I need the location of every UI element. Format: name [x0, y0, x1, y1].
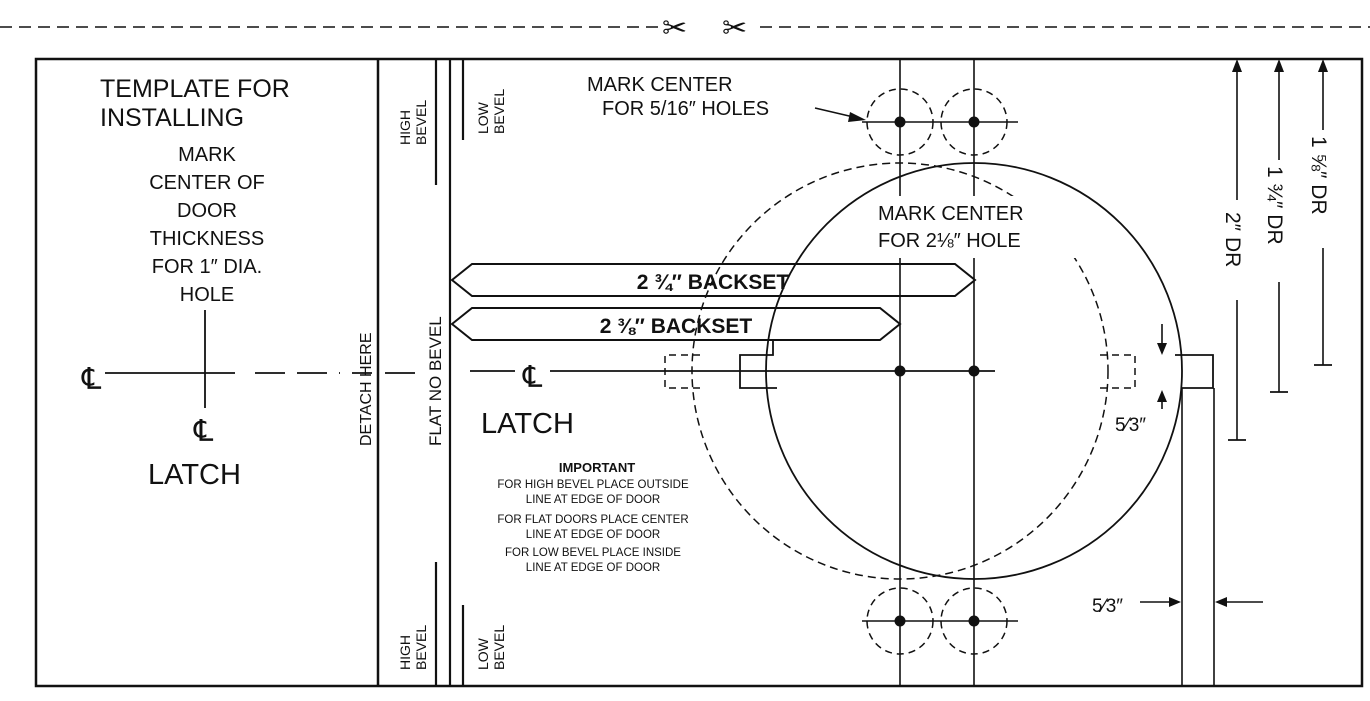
template-title-line1: TEMPLATE FOR: [100, 75, 290, 103]
door-thickness-dims: 2″ DR 1 ¾″ DR 1 ⅝″ DR: [1221, 59, 1332, 441]
high-bevel-top-2: BEVEL: [413, 100, 429, 145]
mark-218-line1: MARK CENTER: [878, 203, 1024, 225]
important-line-1: FOR HIGH BEVEL PLACE OUTSIDE: [497, 479, 689, 491]
important-line-5: FOR LOW BEVEL PLACE INSIDE: [505, 547, 681, 559]
backset-238-arrow: [450, 307, 902, 341]
scissors-icon: ✂: [662, 12, 687, 45]
mark-516-line1: MARK CENTER: [587, 74, 733, 96]
template-border: [34, 57, 1364, 688]
important-line-6: LINE AT EDGE OF DOOR: [526, 562, 660, 574]
important-title: IMPORTANT: [559, 460, 635, 475]
door-2in-label: 2″ DR: [1221, 212, 1244, 267]
important-line-2: LINE AT EDGE OF DOOR: [526, 494, 660, 506]
mark-line-6: HOLE: [180, 284, 234, 306]
centerline-symbol-left: ℄: [81, 363, 102, 396]
dim-532-vertical: 5⁄3″: [1115, 415, 1146, 436]
flat-no-bevel-label: FLAT NO BEVEL: [426, 316, 445, 446]
left-panel: TEMPLATE FOR INSTALLING MARK CENTER OF D…: [81, 75, 340, 491]
low-bevel-top-2: BEVEL: [491, 89, 507, 134]
dim-532-horizontal: 5⁄3″: [1092, 596, 1123, 617]
high-bevel-top-1: HIGH: [397, 110, 413, 145]
low-bevel-bottom-1: LOW: [475, 637, 491, 670]
latch-label-right: LATCH: [481, 408, 574, 440]
mark-516-line2: FOR 5/16″ HOLES: [602, 98, 769, 120]
bevel-lines: [434, 59, 465, 686]
backset-234-label: 2 ¾″ BACKSET: [637, 271, 790, 294]
high-bevel-bottom-1: HIGH: [397, 635, 413, 670]
door-134-label: 1 ¾″ DR: [1263, 166, 1286, 245]
cut-line: ✂ ✂: [0, 12, 1370, 45]
low-bevel-top-1: LOW: [475, 101, 491, 134]
mark-line-2: CENTER OF: [149, 172, 265, 194]
mark-line-5: FOR 1″ DIA.: [152, 256, 262, 278]
high-bevel-bottom-2: BEVEL: [413, 625, 429, 670]
right-panel: ℄ LATCH MARK CENTER FOR 5/16″ HOLES MARK…: [450, 59, 1263, 686]
centerline-symbol-latch: ℄: [193, 415, 214, 448]
backset-234-arrow: [450, 263, 977, 297]
mark-line-1: MARK: [178, 144, 236, 166]
mark-line-4: THICKNESS: [150, 228, 264, 250]
backset-238-label: 2 ⅜″ BACKSET: [600, 315, 753, 338]
template-title-line2: INSTALLING: [100, 104, 244, 132]
bore-circle-238: [691, 162, 1109, 580]
door-158-label: 1 ⅝″ DR: [1307, 136, 1330, 215]
important-line-3: FOR FLAT DOORS PLACE CENTER: [497, 514, 688, 526]
mark-line-3: DOOR: [177, 200, 237, 222]
detach-here-label: DETACH HERE: [358, 333, 375, 447]
centerline-symbol-right: ℄: [522, 361, 543, 394]
scissors-icon-mirrored: ✂: [722, 12, 747, 45]
bore-circle-234: [765, 162, 1183, 580]
low-bevel-bottom-2: BEVEL: [491, 625, 507, 670]
important-line-4: LINE AT EDGE OF DOOR: [526, 529, 660, 541]
mark-218-line2: FOR 2⅛″ HOLE: [878, 230, 1021, 252]
latch-label-left: LATCH: [148, 459, 241, 491]
